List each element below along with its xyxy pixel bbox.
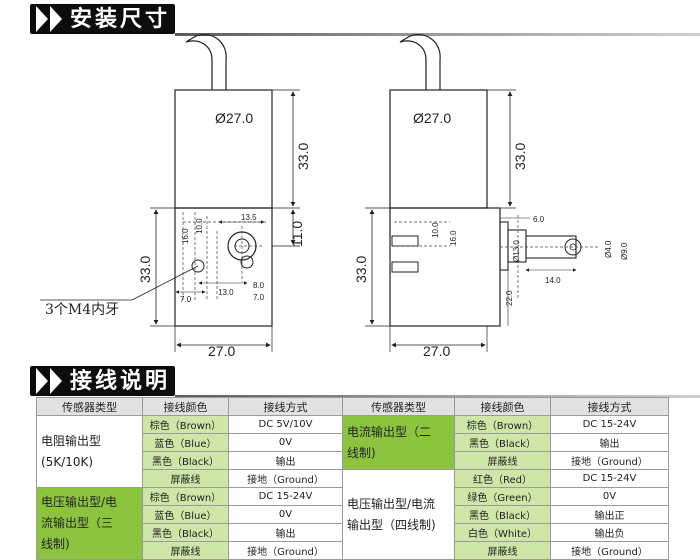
table-row: 黑色（Black） 输出 屏蔽线 接地（Ground） bbox=[37, 451, 669, 470]
dim-13-label: 13.0 bbox=[218, 288, 234, 297]
wiring-method-cell: DC 15-24V bbox=[550, 469, 669, 488]
chevron-right-icon bbox=[36, 6, 48, 32]
bore-large-label: Ø9.0 bbox=[620, 242, 629, 260]
wire-color-cell: 蓝色（Blue） bbox=[142, 433, 229, 452]
upper-body-outline bbox=[389, 89, 488, 209]
upper-body-outline bbox=[174, 89, 273, 209]
wire-color-cell: 黑色（Black） bbox=[142, 523, 229, 542]
wiring-method-cell: 接地（Ground） bbox=[228, 469, 343, 488]
right-view: Ø27.0 33.0 33.0 27.0 10.0 16.0 6.0 Ø13.0… bbox=[353, 34, 629, 359]
wire-color-cell: 棕色（Brown） bbox=[142, 415, 229, 434]
chevron-right-icon bbox=[36, 368, 48, 394]
wiring-table: 传感器类型 接线颜色 接线方式 传感器类型 接线颜色 接线方式 电阻输出型(5K… bbox=[36, 397, 669, 560]
header-cell: 传感器类型 bbox=[342, 397, 455, 416]
wiring-method-cell: 输出 bbox=[228, 523, 343, 542]
wiring-banner: 接线说明 bbox=[0, 362, 700, 398]
wiring-method-cell: 接地（Ground） bbox=[550, 541, 669, 560]
wiring-method-cell: DC 15-24V bbox=[228, 487, 343, 506]
chevron-right-icon bbox=[50, 6, 62, 32]
upper-height-label: 33.0 bbox=[295, 143, 311, 170]
m4-hole bbox=[240, 255, 254, 269]
wiring-method-cell: 接地（Ground） bbox=[228, 541, 343, 560]
wiring-method-cell: 输出正 bbox=[550, 505, 669, 524]
sensor-type-vc-4wire: 电压输出型/电流输出型（四线制) bbox=[342, 469, 455, 560]
wire-color-cell: 白色（White） bbox=[454, 523, 551, 542]
table-row: 黑色（Black） 输出 白色（White） 输出负 bbox=[37, 523, 669, 542]
wiring-method-cell: 输出负 bbox=[550, 523, 669, 542]
wire-color-cell: 黑色（Black） bbox=[454, 433, 551, 452]
table-row: 电阻输出型(5K/10K) 棕色（Brown） DC 5V/10V 电流输出型（… bbox=[36, 415, 669, 488]
wire-color-cell: 蓝色（Blue） bbox=[142, 505, 229, 524]
dim-16-label: 16.0 bbox=[181, 228, 190, 244]
dim-7-b-label: 7.0 bbox=[253, 293, 265, 302]
table-row: 蓝色（Blue） 0V 黑色（Black） 输出 bbox=[37, 433, 669, 452]
wire-color-cell: 红色（Red） bbox=[454, 469, 551, 488]
table-row: 电压输出型/电流输出型（三线制) 棕色（Brown） DC 15-24V 绿色（… bbox=[36, 487, 669, 560]
wiring-method-cell: 接地（Ground） bbox=[550, 451, 669, 470]
bore-small-label: Ø4.0 bbox=[604, 240, 613, 258]
header-cell: 接线颜色 bbox=[142, 397, 229, 416]
wire-color-cell: 屏蔽线 bbox=[142, 469, 229, 488]
dim-8-label: 8.0 bbox=[253, 281, 265, 290]
upper-height-label: 33.0 bbox=[512, 143, 528, 170]
sensor-type-resistive: 电阻输出型(5K/10K) bbox=[36, 415, 143, 488]
wiring-method-cell: 输出 bbox=[550, 433, 669, 452]
sensor-type-vc-3wire: 电压输出型/电流输出型（三线制) bbox=[36, 487, 143, 560]
dimension-drawing: Ø27.0 33.0 11.0 33.0 27.0 13.5 16.0 10.0… bbox=[40, 34, 629, 359]
lower-body-outline bbox=[389, 207, 501, 327]
wire-color-cell: 棕色（Brown） bbox=[454, 415, 551, 434]
header-cell: 传感器类型 bbox=[36, 397, 143, 416]
install-dimensions-title: 安装尺寸 bbox=[70, 6, 171, 32]
header-cell: 接线颜色 bbox=[454, 397, 551, 416]
wiring-method-cell: 0V bbox=[228, 433, 343, 452]
header-cell: 接线方式 bbox=[550, 397, 669, 416]
dim-7-a-label: 7.0 bbox=[180, 295, 192, 304]
left-view: Ø27.0 33.0 11.0 33.0 27.0 13.5 16.0 10.0… bbox=[40, 34, 311, 359]
wiring-title: 接线说明 bbox=[70, 368, 171, 394]
chevron-right-icon bbox=[50, 368, 62, 394]
width-label: 27.0 bbox=[423, 343, 450, 359]
wire-color-cell: 屏蔽线 bbox=[454, 541, 551, 560]
table-header-row: 传感器类型 接线颜色 接线方式 传感器类型 接线颜色 接线方式 bbox=[36, 397, 669, 416]
banner-rule bbox=[175, 33, 700, 36]
dim-6-label: 6.0 bbox=[533, 215, 545, 224]
top-diameter-label: Ø27.0 bbox=[413, 110, 451, 126]
lower-height-label: 33.0 bbox=[353, 256, 369, 283]
cable-icon bbox=[185, 34, 227, 90]
wire-color-cell: 黑色（Black） bbox=[142, 451, 229, 470]
dim-22-label: 22.0 bbox=[505, 290, 514, 306]
shaft-flange bbox=[499, 221, 509, 271]
wire-color-cell: 黑色（Black） bbox=[454, 505, 551, 524]
shaft-diameter-label: Ø13.0 bbox=[512, 240, 521, 262]
dim-13-5-label: 13.5 bbox=[241, 213, 257, 222]
table-row: 屏蔽线 接地（Ground） 屏蔽线 接地（Ground） bbox=[37, 541, 669, 560]
wire-color-cell: 棕色（Brown） bbox=[142, 487, 229, 506]
table-row: 屏蔽线 接地（Ground） 电压输出型/电流输出型（四线制) 红色（Red） … bbox=[37, 469, 669, 560]
wire-color-cell: 绿色（Green） bbox=[454, 487, 551, 506]
dim-10-label: 10.0 bbox=[431, 222, 440, 238]
dim-16-label: 16.0 bbox=[449, 230, 458, 246]
wiring-method-cell: DC 5V/10V bbox=[228, 415, 343, 434]
cable-icon bbox=[399, 34, 441, 90]
wiring-method-cell: 0V bbox=[550, 487, 669, 506]
wiring-method-cell: 0V bbox=[228, 505, 343, 524]
sensor-type-current-2wire: 电流输出型（二线制) bbox=[342, 415, 455, 470]
dim-10-label: 10.0 bbox=[195, 218, 204, 234]
width-label: 27.0 bbox=[208, 343, 235, 359]
lower-height-label: 33.0 bbox=[137, 256, 153, 283]
wire-color-cell: 屏蔽线 bbox=[142, 541, 229, 560]
dim-14-label: 14.0 bbox=[545, 276, 561, 285]
header-cell: 接线方式 bbox=[228, 397, 343, 416]
lower-body-outline bbox=[174, 207, 273, 327]
banner-rule bbox=[175, 395, 700, 398]
hole-offset-label: 11.0 bbox=[289, 221, 305, 247]
m4-hole bbox=[191, 259, 205, 273]
m4-thread-callout: 3个M4内牙 bbox=[45, 302, 119, 318]
wiring-method-cell: DC 15-24V bbox=[550, 415, 669, 434]
wire-color-cell: 屏蔽线 bbox=[454, 451, 551, 470]
wiring-method-cell: 输出 bbox=[228, 451, 343, 470]
install-dimensions-banner: 安装尺寸 bbox=[0, 0, 700, 36]
top-diameter-label: Ø27.0 bbox=[215, 110, 253, 126]
